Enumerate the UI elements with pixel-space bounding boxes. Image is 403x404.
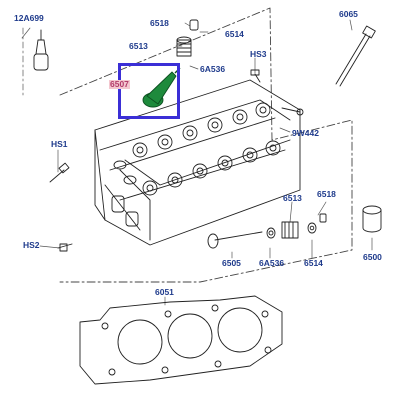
callout-6514-bottom[interactable]: 6514 [304,258,323,268]
fastener-hs1 [49,162,70,183]
selected-part-highlight [118,63,180,119]
callout-6513-top[interactable]: 6513 [129,41,148,51]
callout-9w442[interactable]: 9W442 [292,128,319,138]
assembly-boundary [59,7,353,283]
valve-parts-bottom [207,205,382,249]
callout-6a536-bottom[interactable]: 6A536 [259,258,285,268]
callout-6065[interactable]: 6065 [339,9,358,19]
callout-hs1[interactable]: HS1 [51,139,68,149]
bolt-6065 [335,25,376,87]
callout-6518-bottom[interactable]: 6518 [317,189,336,199]
callout-6500[interactable]: 6500 [363,252,382,262]
fastener-hs2 [57,243,73,252]
callout-6505[interactable]: 6505 [222,258,241,268]
cylinder-head [94,79,301,246]
callout-6514-top[interactable]: 6514 [225,29,244,39]
callout-6051[interactable]: 6051 [155,287,174,297]
callout-hs3[interactable]: HS3 [250,49,267,59]
head-gasket-6051 [79,295,283,385]
callout-6507[interactable]: 6507 [109,79,130,89]
callout-12a699[interactable]: 12A699 [14,13,44,23]
fastener-hs3 [250,69,261,83]
valve-parts-top [176,19,199,57]
callout-6513-bottom[interactable]: 6513 [283,193,302,203]
sensor-12a699 [33,29,49,71]
callout-6a536-top[interactable]: 6A536 [200,64,226,74]
callout-6518-top[interactable]: 6518 [150,18,169,28]
highlighted-part-6507[interactable] [142,67,181,108]
leader-lines [21,19,373,306]
callout-hs2[interactable]: HS2 [23,240,40,250]
